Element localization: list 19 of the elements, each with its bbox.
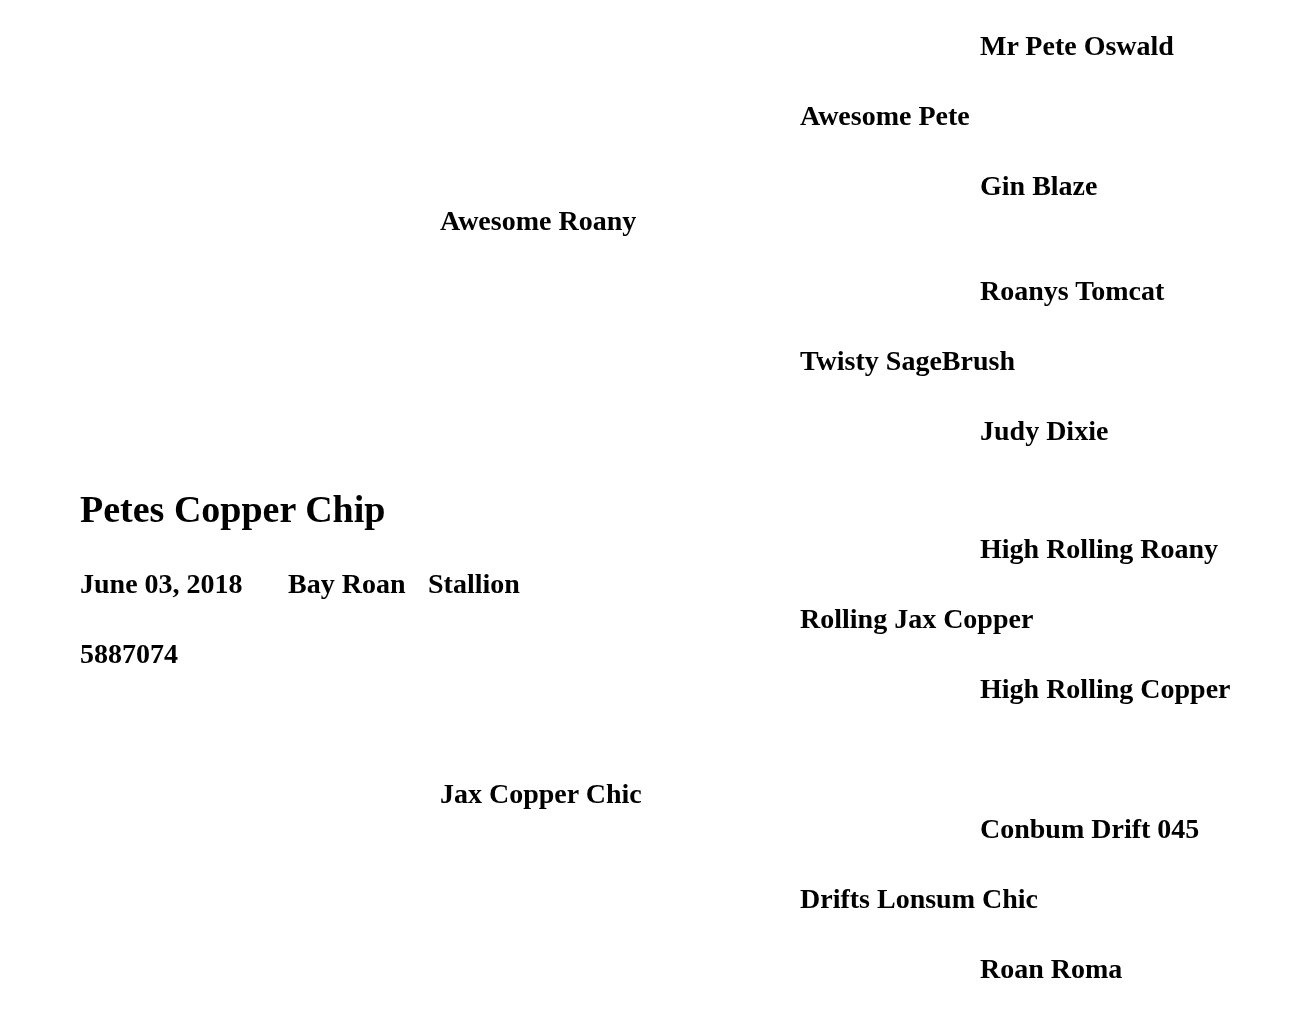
pedigree-name: Twisty SageBrush bbox=[800, 345, 1015, 377]
pedigree-name: Awesome Pete bbox=[800, 100, 970, 132]
pedigree-name: Roanys Tomcat bbox=[980, 275, 1165, 307]
pedigree-name: Judy Dixie bbox=[980, 415, 1109, 447]
pedigree-name: Gin Blaze bbox=[980, 170, 1098, 202]
pedigree-name: High Rolling Copper bbox=[980, 673, 1231, 705]
pedigree-name: Stallion bbox=[428, 568, 520, 600]
pedigree-name: Conbum Drift 045 bbox=[980, 813, 1200, 845]
pedigree-name: Jax Copper Chic bbox=[440, 778, 642, 810]
pedigree-name: June 03, 2018 bbox=[80, 568, 243, 600]
pedigree-name: 5887074 bbox=[80, 638, 178, 670]
pedigree-title: Petes Copper Chip bbox=[80, 487, 386, 532]
pedigree-name: Roan Roma bbox=[980, 953, 1123, 985]
pedigree-name: Bay Roan bbox=[288, 568, 406, 600]
pedigree-name: Awesome Roany bbox=[440, 205, 637, 237]
pedigree-name: Rolling Jax Copper bbox=[800, 603, 1034, 635]
pedigree-name: High Rolling Roany bbox=[980, 533, 1219, 565]
pedigree-name: Mr Pete Oswald bbox=[980, 30, 1174, 62]
pedigree-name: Drifts Lonsum Chic bbox=[800, 883, 1038, 915]
